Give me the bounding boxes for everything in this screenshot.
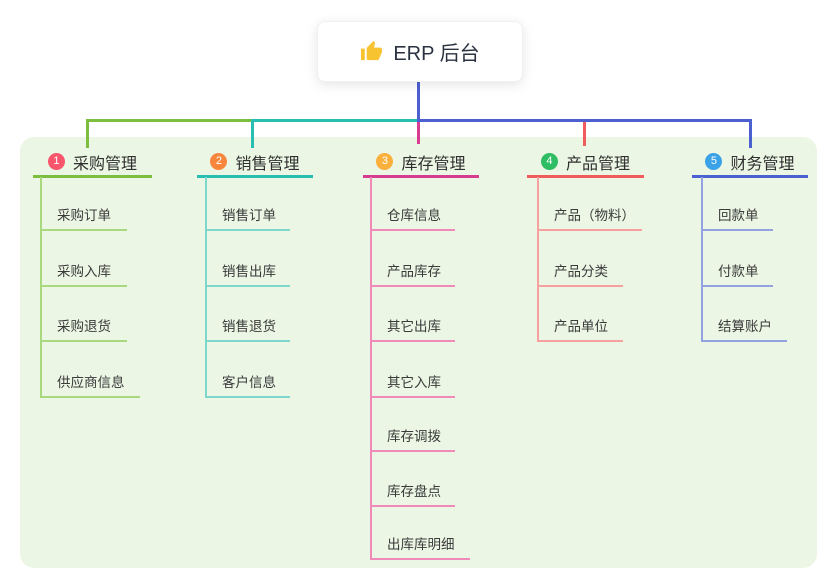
branch-vline-purchase — [40, 177, 42, 398]
node-label: 销售出库 — [222, 264, 276, 279]
node-sales-return[interactable]: 销售退货 — [205, 312, 290, 342]
branch-node-product[interactable]: 4 产品管理 — [527, 148, 644, 178]
node-product-material[interactable]: 产品（物料） — [537, 201, 642, 231]
connector-root-vertical — [417, 82, 420, 122]
node-outbound-detail[interactable]: 出库库明细 — [370, 530, 470, 560]
node-label: 结算账户 — [718, 319, 772, 334]
branch-badge-1: 1 — [47, 153, 65, 170]
node-label: 产品库存 — [387, 264, 441, 279]
node-purchase-order[interactable]: 采购订单 — [40, 201, 127, 231]
background-panel — [20, 137, 817, 568]
node-label: 产品（物料） — [554, 208, 635, 223]
node-product-category[interactable]: 产品分类 — [537, 257, 623, 287]
branch-node-inventory[interactable]: 3 库存管理 — [363, 148, 479, 178]
connector-drop-purchase — [86, 119, 89, 148]
branch-node-finance[interactable]: 5 财务管理 — [692, 148, 808, 178]
node-label: 仓库信息 — [387, 208, 441, 223]
connector-drop-sales — [251, 119, 254, 148]
connector-trunk-teal — [251, 119, 419, 122]
branch-label-sales: 销售管理 — [235, 155, 300, 173]
branch-label-purchase: 采购管理 — [72, 155, 137, 173]
node-label: 销售订单 — [222, 208, 276, 223]
branch-badge-2: 2 — [210, 153, 228, 170]
node-label: 客户信息 — [222, 375, 276, 390]
branch-badge-3: 3 — [376, 153, 394, 170]
node-label: 采购入库 — [57, 264, 111, 279]
branch-label-inventory: 库存管理 — [401, 155, 466, 173]
branch-label-finance: 财务管理 — [730, 155, 795, 173]
branch-vline-inventory — [370, 177, 372, 560]
branch-vline-finance — [701, 177, 703, 342]
node-label: 产品单位 — [554, 319, 608, 334]
node-settlement-account[interactable]: 结算账户 — [701, 312, 787, 342]
node-sales-order[interactable]: 销售订单 — [205, 201, 290, 231]
root-label: ERP 后台 — [393, 43, 480, 65]
connector-drop-product — [583, 122, 586, 146]
node-sales-outbound[interactable]: 销售出库 — [205, 257, 290, 287]
node-label: 采购退货 — [57, 319, 111, 334]
connector-trunk-blue — [417, 119, 752, 122]
branch-vline-product — [537, 177, 539, 342]
node-label: 销售退货 — [222, 319, 276, 334]
branch-label-product: 产品管理 — [565, 155, 630, 173]
node-other-inbound[interactable]: 其它入库 — [370, 368, 455, 398]
node-label: 其它入库 — [387, 375, 441, 390]
node-label: 其它出库 — [387, 319, 441, 334]
node-purchase-inbound[interactable]: 采购入库 — [40, 257, 127, 287]
node-customer-info[interactable]: 客户信息 — [205, 368, 290, 398]
node-stock-transfer[interactable]: 库存调拨 — [370, 422, 455, 452]
node-warehouse-info[interactable]: 仓库信息 — [370, 201, 455, 231]
node-label: 产品分类 — [554, 264, 608, 279]
node-label: 库存调拨 — [387, 429, 441, 444]
connector-drop-inventory — [417, 122, 420, 144]
node-supplier-info[interactable]: 供应商信息 — [40, 368, 140, 398]
node-product-stock[interactable]: 产品库存 — [370, 257, 455, 287]
node-label: 付款单 — [718, 264, 759, 279]
connector-trunk-green — [86, 119, 253, 122]
node-product-unit[interactable]: 产品单位 — [537, 312, 623, 342]
node-payment-doc[interactable]: 付款单 — [701, 257, 773, 287]
node-stock-check[interactable]: 库存盘点 — [370, 477, 455, 507]
node-purchase-return[interactable]: 采购退货 — [40, 312, 127, 342]
connector-drop-finance — [749, 119, 752, 148]
thumbs-up-icon — [360, 40, 383, 63]
node-label: 供应商信息 — [57, 375, 125, 390]
node-label: 出库库明细 — [387, 537, 455, 552]
branch-badge-4: 4 — [540, 153, 558, 170]
branch-badge-5: 5 — [705, 153, 723, 170]
node-label: 回款单 — [718, 208, 759, 223]
branch-node-purchase[interactable]: 1 采购管理 — [33, 148, 152, 178]
node-other-outbound[interactable]: 其它出库 — [370, 312, 455, 342]
branch-vline-sales — [205, 177, 207, 398]
node-receipt-doc[interactable]: 回款单 — [701, 201, 773, 231]
branch-node-sales[interactable]: 2 销售管理 — [197, 148, 313, 178]
root-node[interactable]: ERP 后台 — [317, 21, 523, 82]
node-label: 采购订单 — [57, 208, 111, 223]
node-label: 库存盘点 — [387, 484, 441, 499]
